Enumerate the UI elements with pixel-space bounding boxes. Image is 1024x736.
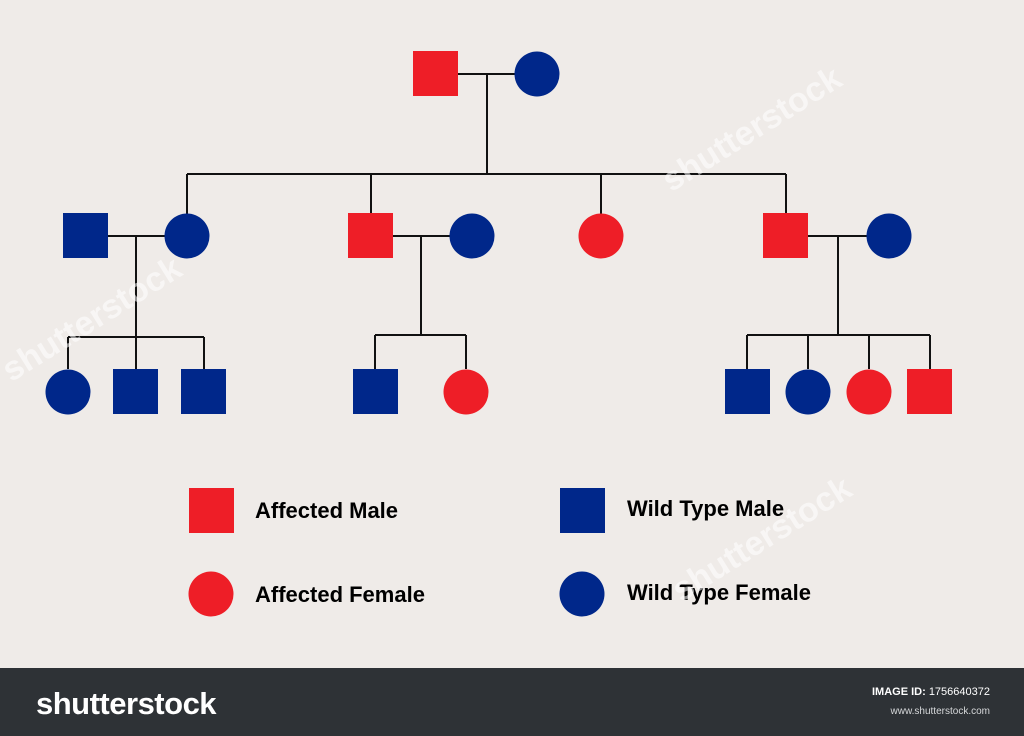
legend <box>188 488 605 617</box>
wild-type-female-symbol <box>45 369 91 415</box>
wild-type-female-symbol <box>866 213 912 259</box>
wild-type-male-symbol <box>113 369 158 414</box>
affected-male-symbol <box>763 213 808 258</box>
legend-affected-male-symbol <box>189 488 234 533</box>
legend-wild-type-female-symbol <box>559 571 605 617</box>
image-id: IMAGE ID: 1756640372 <box>872 686 990 698</box>
legend-wild-type-male-label: Wild Type Male <box>627 496 785 521</box>
wild-type-male-symbol <box>63 213 108 258</box>
legend-affected-female-symbol <box>188 571 234 617</box>
affected-female-symbol <box>578 213 624 259</box>
wild-type-male-symbol <box>353 369 398 414</box>
legend-wild-type-female-label: Wild Type Female <box>627 580 811 605</box>
wild-type-female-symbol <box>449 213 495 259</box>
affected-male-symbol <box>348 213 393 258</box>
legend-affected-female-label: Affected Female <box>255 582 425 607</box>
wild-type-male-symbol <box>181 369 226 414</box>
legend-wild-type-male-symbol <box>560 488 605 533</box>
wild-type-male-symbol <box>725 369 770 414</box>
image-id-value: 1756640372 <box>928 686 990 698</box>
affected-female-symbol <box>443 369 489 415</box>
shutterstock-logo[interactable]: shutterstock <box>36 686 217 721</box>
wild-type-female-symbol <box>164 213 210 259</box>
image-id-label: IMAGE ID: <box>871 686 926 698</box>
wild-type-female-symbol <box>785 369 831 415</box>
affected-male-symbol <box>907 369 952 414</box>
affected-male-symbol <box>413 51 458 96</box>
affected-female-symbol <box>846 369 892 415</box>
pedigree-lines <box>67 73 931 369</box>
pedigree-chart <box>45 51 952 617</box>
legend-affected-male-label: Affected Male <box>255 498 399 523</box>
footer-site-url[interactable]: www.shutterstock.com <box>890 706 990 717</box>
wild-type-female-symbol <box>514 51 560 97</box>
footer-bar: shutterstock IMAGE ID: 1756640372 www.sh… <box>0 668 1024 736</box>
